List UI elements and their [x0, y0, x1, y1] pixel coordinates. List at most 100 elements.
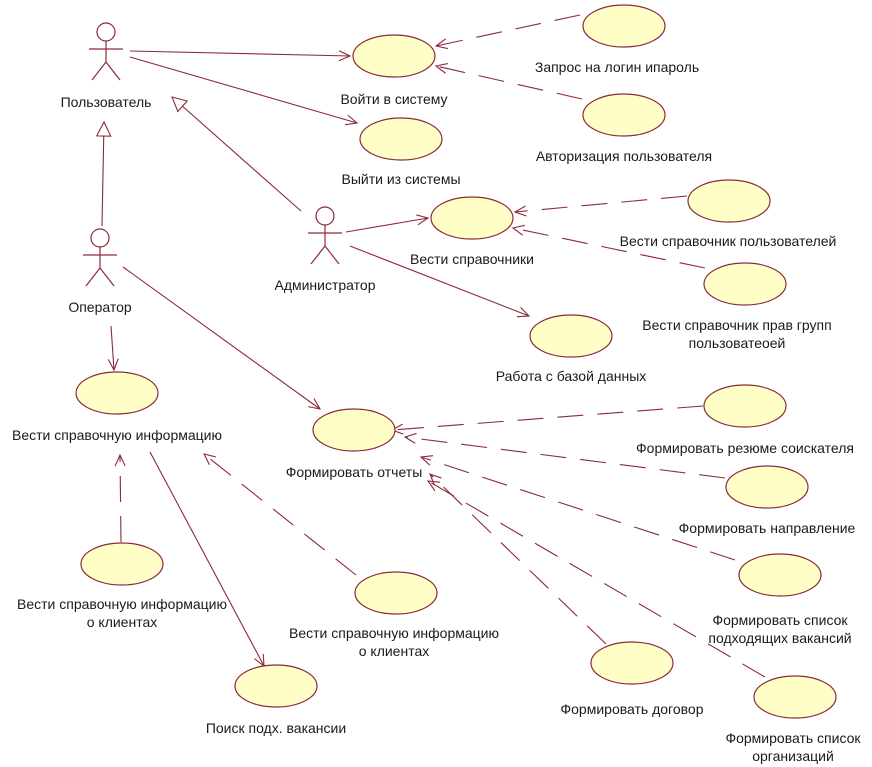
- use-case-direction[interactable]: Формировать направление: [679, 465, 856, 536]
- actor-head: [96, 22, 116, 42]
- relation-association-admin-to-db: [349, 245, 531, 318]
- relation-line: [129, 56, 358, 124]
- relation-line: [427, 480, 766, 678]
- relation-line: [429, 473, 607, 645]
- use-case-label: Вести справочник прав групп: [642, 317, 831, 333]
- relation-line: [119, 454, 122, 543]
- relation-line: [110, 325, 115, 371]
- use-case-ellipse: [75, 371, 159, 415]
- use-case-reports[interactable]: Формировать отчеты: [286, 408, 423, 480]
- use-case-label: Формировать список: [712, 612, 848, 628]
- use-case-label: Поиск подх. вакансии: [206, 720, 346, 736]
- use-case-db[interactable]: Работа с базой данных: [496, 314, 647, 384]
- relation-dependency-resume-to-reports: [390, 405, 704, 435]
- use-case-label: Запрос на логин ипароль: [535, 59, 699, 75]
- relation-dependency-vacancies-to-reports: [419, 455, 736, 561]
- relation-line: [149, 451, 265, 667]
- actor-label: Пользователь: [61, 94, 152, 110]
- relation-dependency-info_clients2-to-info: [202, 453, 357, 576]
- open-arrowhead: [308, 398, 322, 410]
- relation-line: [391, 405, 704, 431]
- relation-association-operator-to-info: [107, 325, 119, 372]
- use-case-label: Авторизация пользователя: [536, 148, 712, 164]
- relation-line: [101, 135, 105, 227]
- open-arrowhead: [513, 205, 527, 217]
- open-arrowhead: [419, 455, 434, 466]
- actor-operator[interactable]: Оператор: [68, 228, 132, 315]
- relation-dependency-contract-to-reports: [429, 473, 607, 645]
- use-case-ellipse: [703, 384, 787, 428]
- use-case-ellipse: [312, 408, 396, 452]
- actor-left-leg: [85, 267, 101, 287]
- open-arrowhead: [114, 453, 126, 467]
- open-arrowhead: [511, 224, 525, 236]
- use-case-refs[interactable]: Вести справочники: [410, 196, 534, 267]
- relation-association-user-to-logout: [129, 56, 359, 126]
- use-case-ellipse: [703, 262, 787, 306]
- relation-line: [203, 453, 357, 576]
- use-case-info[interactable]: Вести справочную информацию: [12, 371, 222, 443]
- use-case-contract[interactable]: Формировать договор: [561, 641, 704, 717]
- actor-label: Администратор: [274, 277, 375, 293]
- open-arrowhead: [202, 453, 216, 466]
- actor-left-leg: [91, 61, 107, 81]
- relation-line: [345, 217, 429, 233]
- relation-association-admin-to-refs: [345, 214, 430, 233]
- actor-right-leg: [324, 245, 340, 265]
- relation-line: [404, 436, 726, 479]
- actor-right-leg: [105, 61, 121, 81]
- relation-line: [182, 105, 302, 212]
- use-case-ellipse: [234, 664, 318, 708]
- use-case-label: пользоватеоей: [689, 335, 786, 351]
- generalization-arrowhead: [171, 96, 189, 113]
- use-case-ellipse: [753, 675, 837, 719]
- use-case-ellipse: [430, 196, 514, 240]
- relation-line: [129, 50, 351, 57]
- use-case-label: Формировать договор: [561, 701, 704, 717]
- use-case-label: Вести справочники: [410, 251, 534, 267]
- actor-admin[interactable]: Администратор: [274, 206, 376, 293]
- open-arrowhead: [516, 306, 531, 318]
- use-case-ref_users[interactable]: Вести справочник пользователей: [620, 179, 837, 249]
- actor-head: [90, 228, 110, 248]
- use-case-label: о клиентах: [87, 614, 158, 630]
- open-arrowhead: [107, 358, 119, 372]
- relation-association-info-to-search: [149, 451, 265, 668]
- relation-line: [122, 266, 321, 410]
- actor-right-leg: [99, 267, 115, 287]
- use-case-label: Формировать направление: [679, 520, 856, 536]
- relation-dependency-info_clients1-to-info: [114, 453, 126, 543]
- use-case-pwd[interactable]: Запрос на логин ипароль: [535, 4, 699, 75]
- actor-user[interactable]: Пользователь: [61, 22, 152, 110]
- use-case-label: Войти в систему: [340, 91, 447, 107]
- relation-generalization-admin-to-user: [171, 96, 302, 212]
- open-arrowhead: [344, 114, 359, 126]
- use-case-ref_rights[interactable]: Вести справочник прав групп пользоватеоей: [642, 262, 832, 351]
- use-case-resume[interactable]: Формировать резюме соискателя: [636, 384, 854, 456]
- relation-dependency-direction-to-reports: [403, 432, 726, 479]
- use-case-ellipse: [354, 571, 438, 615]
- use-case-search[interactable]: Поиск подх. вакансии: [206, 664, 346, 736]
- relations-layer: [95, 14, 766, 678]
- use-case-label: Формировать список: [725, 730, 861, 746]
- relation-line: [514, 195, 688, 213]
- use-case-label: Формировать резюме соискателя: [636, 440, 854, 456]
- relation-line: [435, 65, 583, 100]
- use-case-auth[interactable]: Авторизация пользователя: [536, 93, 712, 164]
- use-case-ellipse: [80, 542, 164, 586]
- use-case-logout[interactable]: Выйти из системы: [341, 117, 461, 187]
- open-arrowhead: [434, 38, 448, 50]
- open-arrowhead: [338, 50, 352, 62]
- relation-dependency-auth-to-login: [434, 63, 583, 100]
- use-case-ellipse: [687, 179, 771, 223]
- use-case-login[interactable]: Войти в систему: [340, 34, 448, 107]
- actor-label: Оператор: [68, 299, 132, 315]
- use-case-label: о клиентах: [359, 643, 430, 659]
